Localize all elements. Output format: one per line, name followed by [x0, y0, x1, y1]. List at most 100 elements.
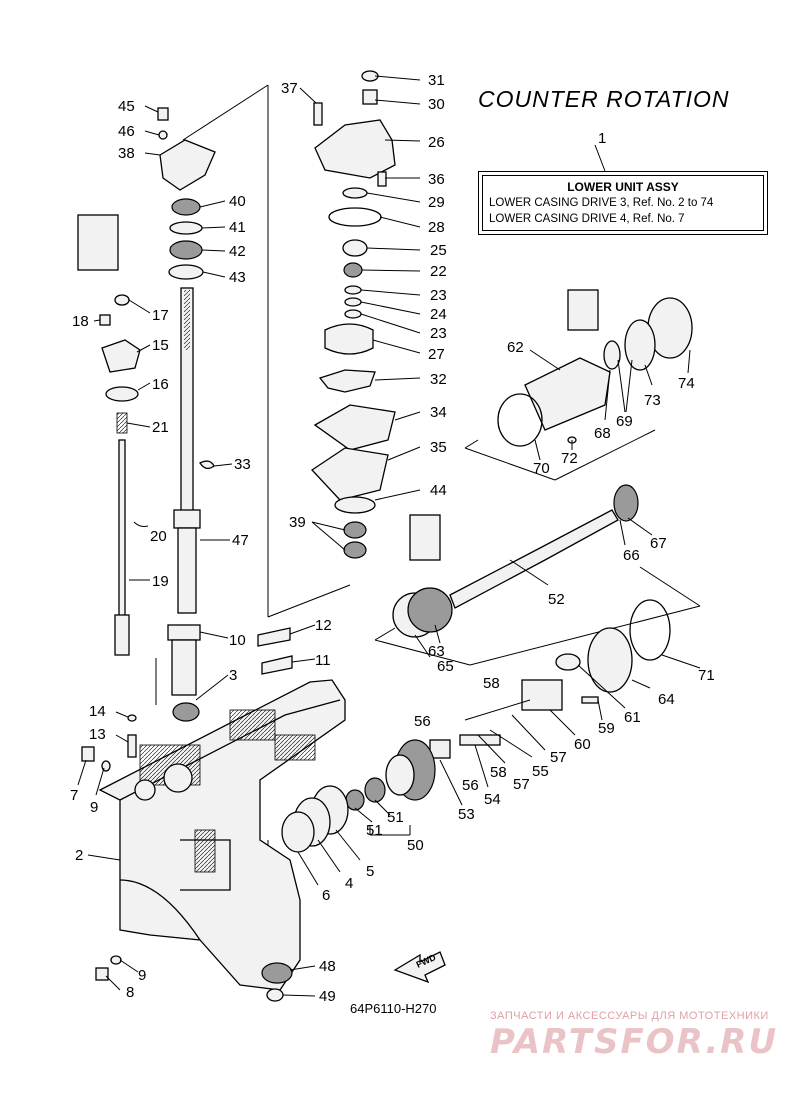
part-number: 12 — [315, 617, 332, 634]
part-number: 36 — [428, 171, 445, 188]
part-number: 6 — [322, 887, 330, 904]
part-number: 9 — [138, 967, 146, 984]
part-number: 33 — [234, 456, 251, 473]
part-number: 10 — [229, 632, 246, 649]
part-number: 57 — [550, 749, 567, 766]
part-number: 50 — [407, 837, 424, 854]
left-stack-parts — [81, 107, 293, 981]
part-number: 18 — [72, 313, 89, 330]
assembly-note-inner: LOWER UNIT ASSY LOWER CASING DRIVE 3, Re… — [482, 175, 764, 231]
part-number: 5 — [366, 863, 374, 880]
part-number: 44 — [430, 482, 447, 499]
part-number: 42 — [229, 243, 246, 260]
part-number: 26 — [428, 134, 445, 151]
watermark-brand: PARTSFOR.RU — [490, 1022, 779, 1062]
part-number: 8 — [126, 984, 134, 1001]
detail-callouts — [77, 214, 599, 561]
part-number: 64 — [658, 691, 675, 708]
part-number: 37 — [281, 80, 298, 97]
part-number: 71 — [698, 667, 715, 684]
part-number: 56 — [414, 713, 431, 730]
part-number: 58 — [490, 764, 507, 781]
part-number: 47 — [232, 532, 249, 549]
part-number: 34 — [430, 404, 447, 421]
part-number: 65 — [437, 658, 454, 675]
part-number: 19 — [152, 573, 169, 590]
part-number: 4 — [345, 875, 353, 892]
part-number: 25 — [430, 242, 447, 259]
part-number: 49 — [319, 988, 336, 1005]
part-number: 2 — [75, 847, 83, 864]
part-number: 35 — [430, 439, 447, 456]
part-number: 23 — [430, 287, 447, 304]
fwd-arrow: FWD — [393, 951, 446, 984]
part-number: 9 — [90, 799, 98, 816]
part-number: 41 — [229, 219, 246, 236]
part-number: 53 — [458, 806, 475, 823]
part-number: 48 — [319, 958, 336, 975]
part-number: 74 — [678, 375, 695, 392]
watermark-caption: ЗАПЧАСТИ И АКСЕССУАРЫ ДЛЯ МОТОТЕХНИКИ — [490, 1010, 769, 1022]
leader-lines — [77, 75, 701, 997]
part-number: 59 — [598, 720, 615, 737]
part-number: 32 — [430, 371, 447, 388]
assembly-ref-number: 1 — [598, 130, 606, 147]
part-number: 60 — [574, 736, 591, 753]
part-number: 57 — [513, 776, 530, 793]
part-number: 67 — [650, 535, 667, 552]
part-number: 24 — [430, 306, 447, 323]
assembly-line: LOWER CASING DRIVE 4, Ref. No. 7 — [489, 213, 685, 225]
part-number: 3 — [229, 667, 237, 684]
drawing-code: 64P6110-H270 — [350, 1001, 437, 1016]
part-number: 72 — [561, 450, 578, 467]
part-number: 16 — [152, 376, 169, 393]
propeller-shaft-parts — [261, 297, 693, 1002]
part-number: 21 — [152, 419, 169, 436]
part-number-labels: 2 3 4 5 6 7 8 9 9 10 11 12 13 14 15 16 1… — [70, 72, 715, 1005]
part-number: 69 — [616, 413, 633, 430]
assembly-note-box: LOWER UNIT ASSY LOWER CASING DRIVE 3, Re… — [478, 171, 768, 235]
part-number: 13 — [89, 726, 106, 743]
reference-lines — [155, 84, 701, 962]
part-number: 31 — [428, 72, 445, 89]
part-number: 20 — [150, 528, 167, 545]
part-number: 73 — [644, 392, 661, 409]
part-number: 11 — [315, 652, 331, 669]
part-number: 43 — [229, 269, 246, 286]
part-number: 28 — [428, 219, 445, 236]
part-number: 17 — [152, 307, 169, 324]
part-number: 58 — [483, 675, 500, 692]
shift-rod — [114, 439, 130, 656]
part-number: 51 — [366, 822, 383, 839]
assembly-heading: LOWER UNIT ASSY — [567, 180, 679, 194]
part-number: 56 — [462, 777, 479, 794]
assembly-line: LOWER CASING DRIVE 3, Ref. No. 2 to 74 — [489, 197, 714, 209]
part-number: 52 — [548, 591, 565, 608]
drive-shaft — [173, 287, 201, 614]
part-number: 23 — [430, 325, 447, 342]
lower-casing — [98, 679, 346, 991]
part-number: 40 — [229, 193, 246, 210]
part-number: 61 — [624, 709, 641, 726]
part-number: 68 — [594, 425, 611, 442]
part-number: 38 — [118, 145, 135, 162]
part-number: 55 — [532, 763, 549, 780]
part-number: 70 — [533, 460, 550, 477]
part-number: 54 — [484, 791, 501, 808]
water-pump-parts — [311, 70, 396, 559]
part-number: 22 — [430, 263, 447, 280]
part-number: 15 — [152, 337, 169, 354]
part-number: 14 — [89, 703, 106, 720]
diagram-title: COUNTER ROTATION — [478, 86, 730, 112]
part-number: 30 — [428, 96, 445, 113]
part-number: 7 — [70, 787, 78, 804]
part-number: 46 — [118, 123, 135, 140]
part-number: 29 — [428, 194, 445, 211]
part-number: 39 — [289, 514, 306, 531]
part-number: 63 — [428, 643, 445, 660]
part-number: 51 — [387, 809, 404, 826]
part-number: 27 — [428, 346, 445, 363]
part-number: 66 — [623, 547, 640, 564]
part-number: 45 — [118, 98, 135, 115]
